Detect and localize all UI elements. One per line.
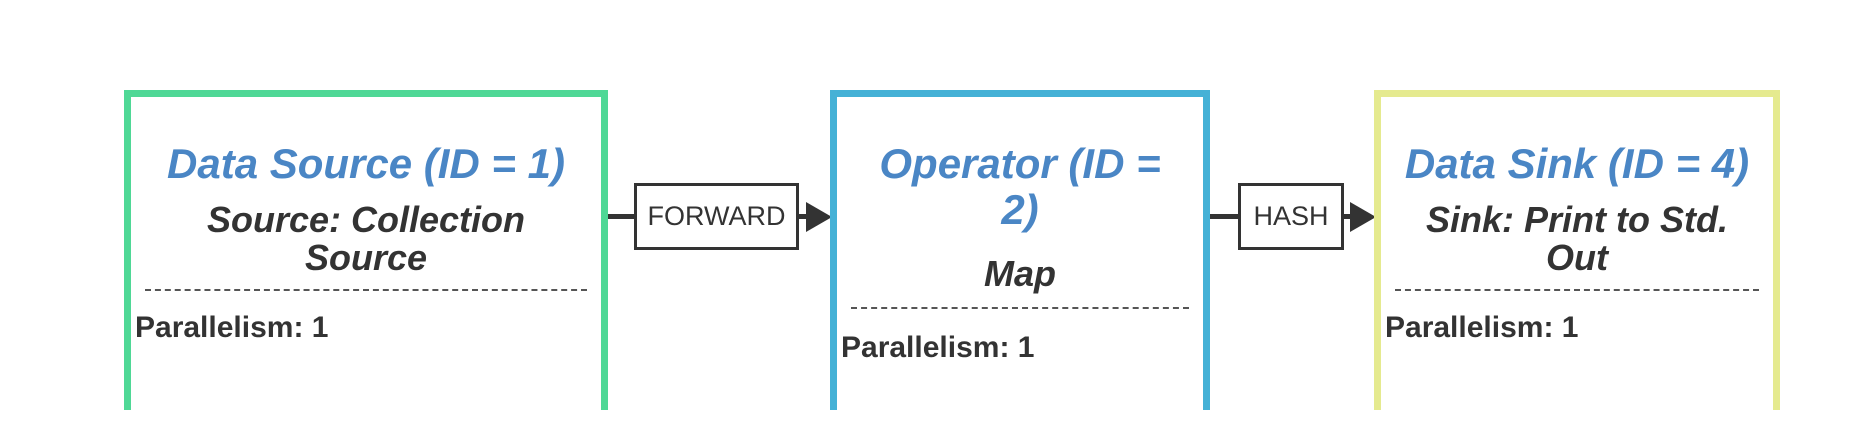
node-separator bbox=[145, 289, 587, 291]
edge-hash-label[interactable]: HASH bbox=[1238, 183, 1344, 250]
graph-viewport: Data Source (ID = 1) Source: Collection … bbox=[124, 90, 1780, 410]
node-parallelism: Parallelism: 1 bbox=[841, 331, 1035, 364]
node-title: Data Sink (ID = 4) bbox=[1404, 140, 1750, 187]
node-subtitle: Source: Collection Source bbox=[206, 199, 526, 278]
edge-forward-arrowhead bbox=[806, 202, 832, 232]
node-parallelism: Parallelism: 1 bbox=[135, 311, 329, 344]
node-parallelism: Parallelism: 1 bbox=[1385, 311, 1579, 344]
node-operator[interactable]: Operator (ID = 2) Map Parallelism: 1 bbox=[830, 90, 1210, 410]
node-subtitle: Sink: Print to Std. Out bbox=[1426, 199, 1728, 278]
edge-hash-arrowhead bbox=[1350, 202, 1376, 232]
node-subtitle: Map bbox=[984, 253, 1056, 294]
node-separator bbox=[851, 307, 1189, 309]
edge-forward-label[interactable]: FORWARD bbox=[634, 183, 799, 250]
node-title: Operator (ID = 2) bbox=[879, 140, 1161, 233]
node-data-sink[interactable]: Data Sink (ID = 4) Sink: Print to Std. O… bbox=[1374, 90, 1780, 410]
node-separator bbox=[1395, 289, 1759, 291]
node-title: Data Source (ID = 1) bbox=[167, 140, 565, 187]
node-data-source[interactable]: Data Source (ID = 1) Source: Collection … bbox=[124, 90, 608, 410]
